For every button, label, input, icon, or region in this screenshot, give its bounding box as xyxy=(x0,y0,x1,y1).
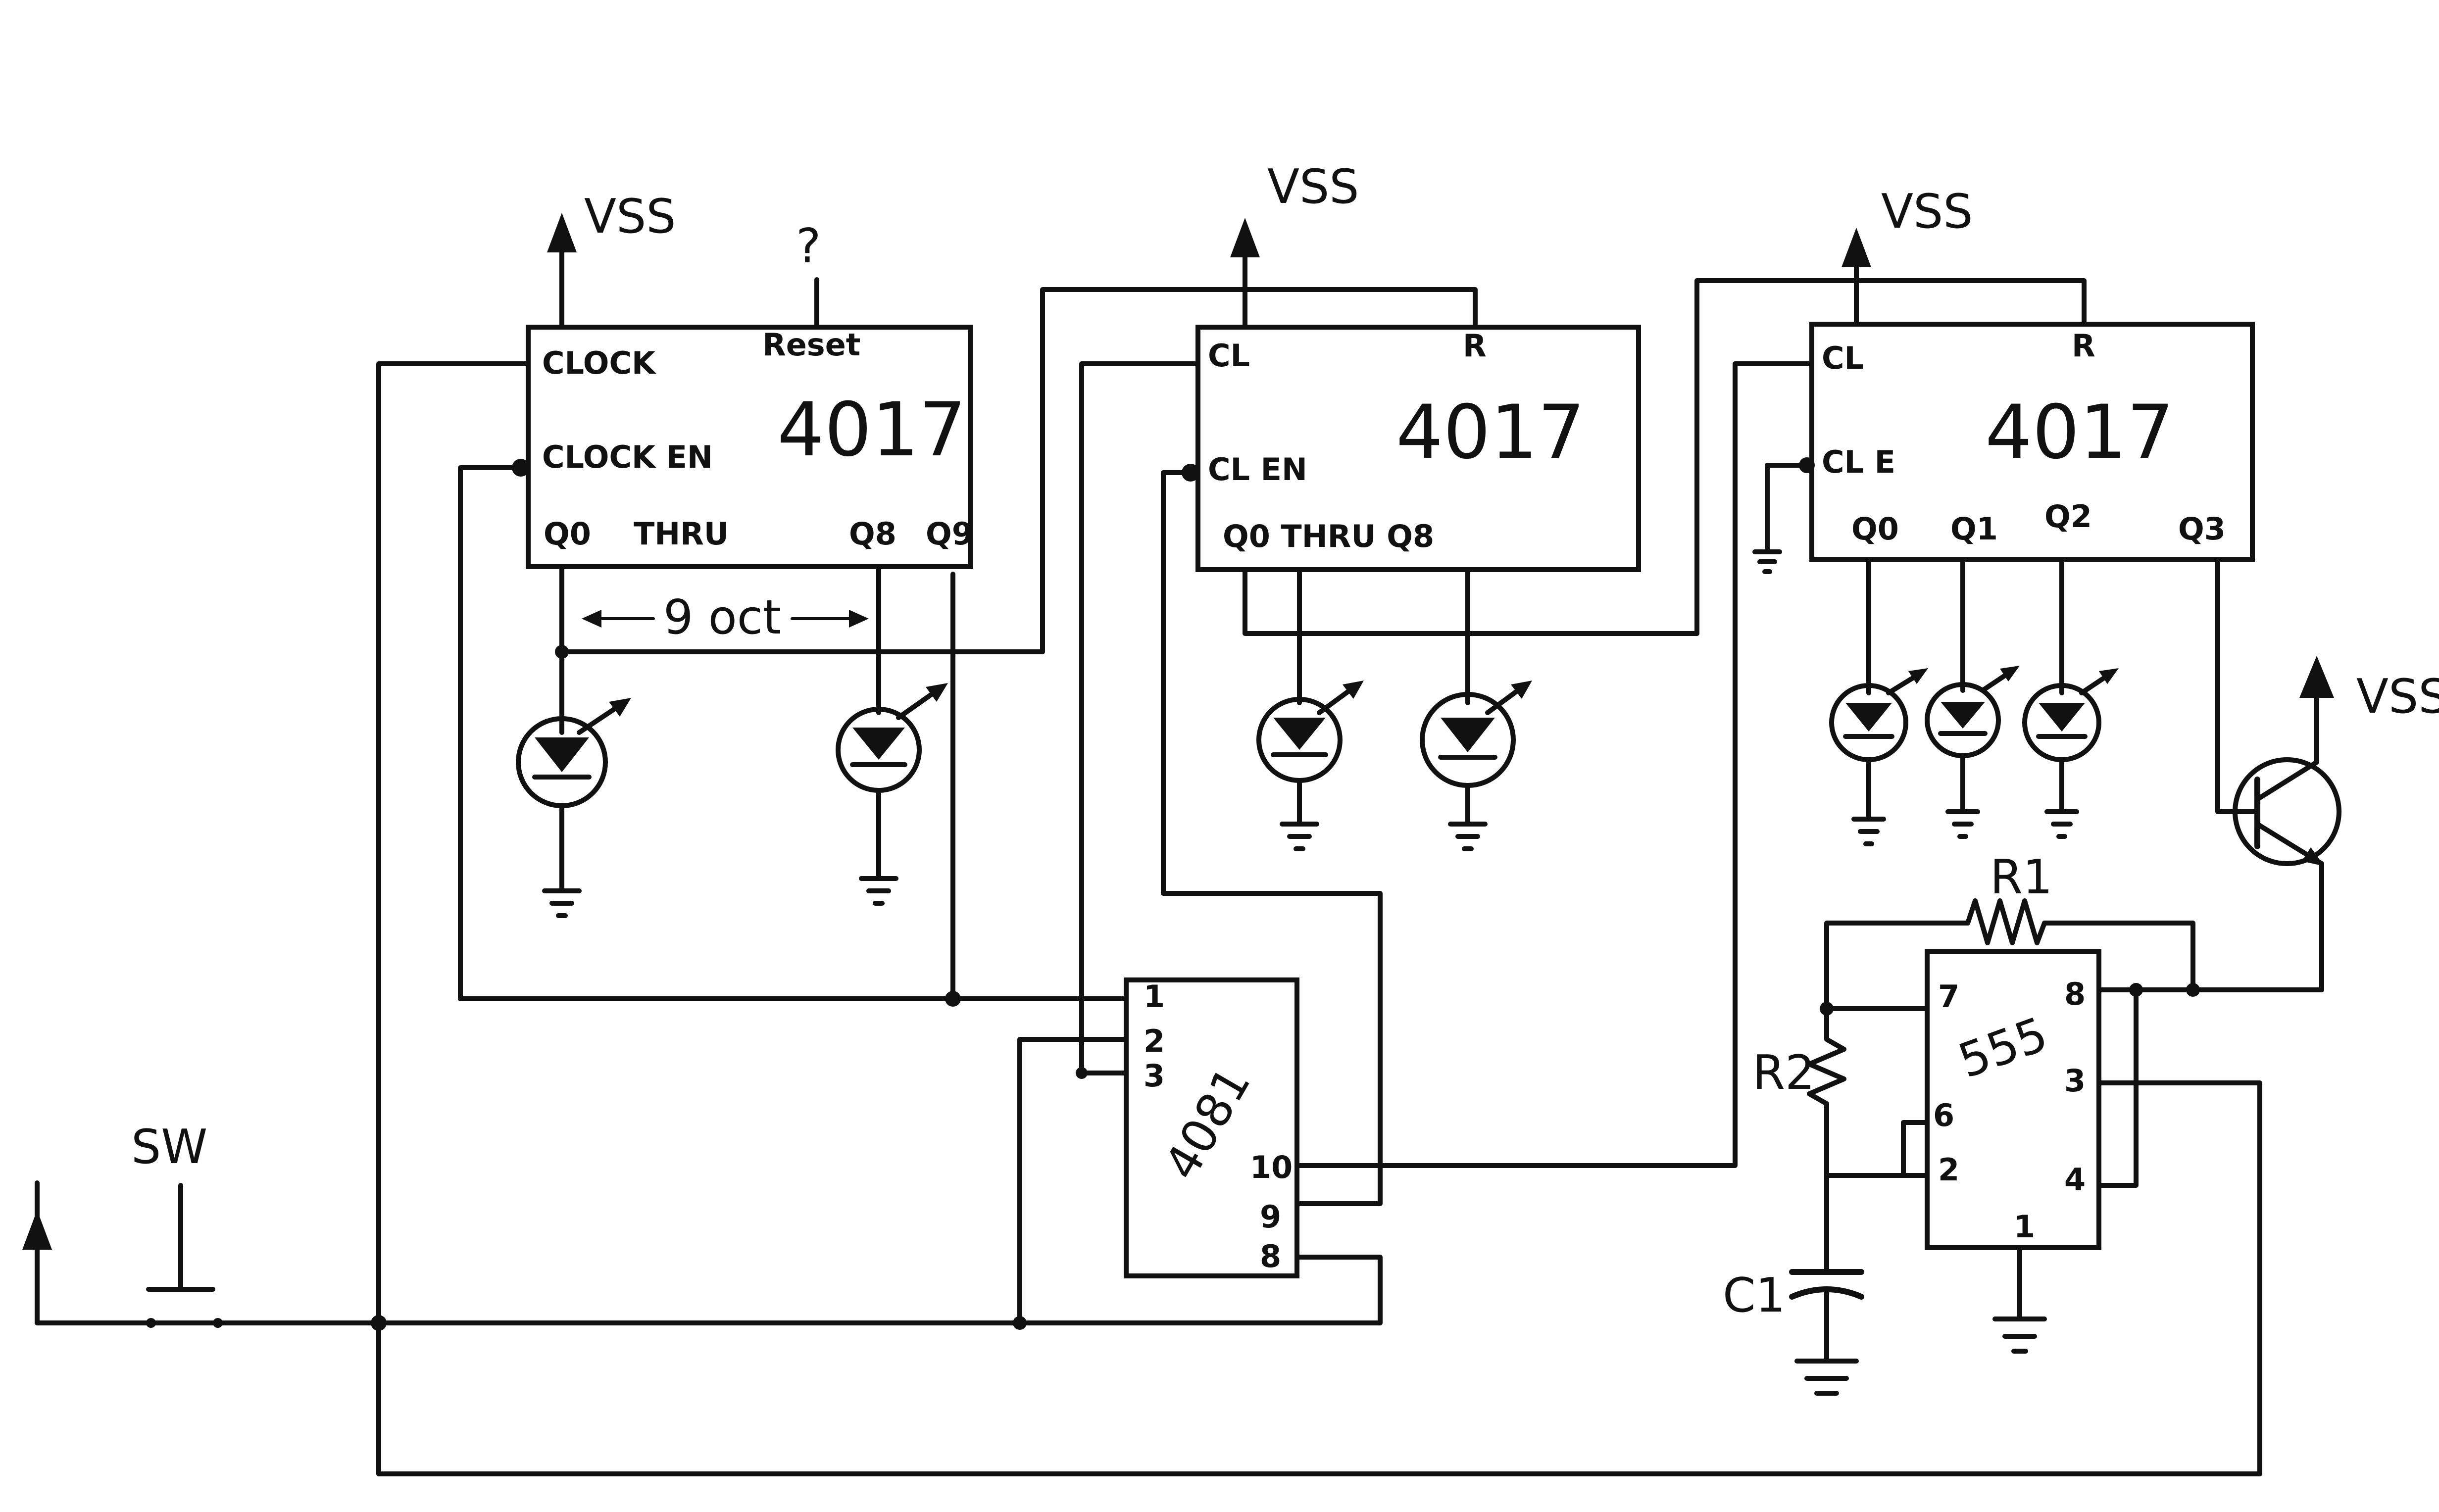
counter-2-supply-label: VSS xyxy=(1267,160,1359,214)
counter-1-thru-label: THRU xyxy=(634,516,729,552)
counter-2-supply-arrow xyxy=(1230,218,1260,330)
and-gate-pin-1: 1 xyxy=(1144,978,1165,1015)
timer-pin-1: 1 xyxy=(2014,1209,2035,1245)
counter-1-to-counter-2-reset xyxy=(559,287,1478,654)
and-gate-4081: 4081 1 2 3 10 9 8 xyxy=(458,361,1814,1325)
resistor-r2-label: R2 xyxy=(1752,1046,1815,1100)
counter-2-r-pin: R xyxy=(1463,328,1487,364)
capacitor-c1-label: C1 xyxy=(1723,1268,1786,1323)
counter-1-clock-en-pin: CLOCK EN xyxy=(542,439,713,475)
counter-1-clock-wire xyxy=(376,361,531,1325)
counter-3-q1-pin: Q1 xyxy=(1950,511,1998,547)
counter-1: 4017 CLOCK CLOCK EN Reset Q0 THRU Q8 Q9 … xyxy=(512,190,1478,1001)
bottom-return-bus xyxy=(376,1320,2262,1476)
counter-3-q3-to-transistor-wire xyxy=(2215,557,2260,814)
resistor-r2 xyxy=(1807,1006,1846,1178)
counter-1-supply-arrow xyxy=(547,213,577,330)
counter-2-q0-to-counter-3-reset xyxy=(1243,278,2087,636)
and-gate-body xyxy=(1124,977,1299,1278)
switch-sw[interactable] xyxy=(22,1180,223,1328)
counter-1-reset-note: ? xyxy=(796,219,821,274)
counter-1-part-label: 4017 xyxy=(777,387,966,473)
timer-pin-4: 4 xyxy=(2064,1162,2086,1198)
timer-555-body xyxy=(1925,949,2101,1250)
led-c2-q0 xyxy=(1256,681,1364,851)
counter-1-clock-pin: CLOCK xyxy=(542,345,656,381)
counter-1-q8-pin: Q8 xyxy=(849,516,896,552)
capacitor-c1 xyxy=(1789,1173,1864,1396)
annotation-9-oct xyxy=(582,610,869,628)
led-c3-q0 xyxy=(1829,668,1928,846)
led-c3-q1 xyxy=(1925,666,2020,839)
resistor-r1-label: R1 xyxy=(1990,850,2052,905)
counter-2-body xyxy=(1195,325,1641,572)
counter-3-part-label: 4017 xyxy=(1985,390,2174,476)
annotation-9-oct-text: 9 oct xyxy=(663,590,781,645)
counter-1-supply-label: VSS xyxy=(584,190,676,244)
counter-2: 4017 CL R CL EN Q0 THRU Q8 VSS xyxy=(1182,160,2087,705)
timer-pin-7: 7 xyxy=(1938,978,1959,1015)
timer-pin-2: 2 xyxy=(1938,1152,1959,1188)
timer-pin-6: 6 xyxy=(1933,1097,1954,1133)
led-c1-q8 xyxy=(836,683,948,906)
timer-555-part-label: 555 xyxy=(1951,1007,2054,1089)
timer-output-wire xyxy=(2096,1080,2262,1472)
counter-3-r-pin: R xyxy=(2072,328,2095,364)
switch-sw-label: SW xyxy=(131,1120,207,1174)
counter-2-part-label: 4017 xyxy=(1396,390,1585,476)
timer-pin-3: 3 xyxy=(2064,1063,2086,1099)
transistor-supply-label: VSS xyxy=(2356,670,2439,724)
and-gate-pin-9: 9 xyxy=(1260,1199,1281,1235)
counter-1-reset-pin: Reset xyxy=(762,327,860,363)
resistor-r1 xyxy=(1824,898,2047,1011)
led-c3-q2 xyxy=(2022,668,2119,839)
counter-3-body xyxy=(1809,322,2255,562)
counter-3-q3-pin: Q3 xyxy=(2178,511,2226,547)
counter-3-clock-en-ground-wire xyxy=(1765,463,1809,554)
timer-555: 555 7 6 2 8 3 4 1 R1 R2 xyxy=(1723,850,2262,1472)
and-gate-pin-10: 10 xyxy=(1250,1149,1293,1185)
and-gate-pin-8: 8 xyxy=(1260,1238,1281,1274)
and-gate-part-label: 4081 xyxy=(1154,1058,1261,1189)
transistor xyxy=(2190,656,2341,992)
counter-3-supply-label: VSS xyxy=(1881,185,1973,239)
counter-3-cl-pin: CL xyxy=(1822,340,1864,376)
counter-3-q0-pin: Q0 xyxy=(1851,511,1899,547)
counter-1-body xyxy=(526,325,973,569)
counter-1-q0-pin: Q0 xyxy=(544,516,591,552)
counter-3-q2-pin: Q2 xyxy=(2044,498,2092,535)
counter-3-supply-arrow xyxy=(1842,228,1871,327)
counter-1-q9-pin: Q9 xyxy=(926,516,973,552)
counter-2-outputs-label: Q0 THRU Q8 xyxy=(1223,518,1434,554)
led-c2-q8 xyxy=(1420,681,1532,851)
counter-2-cl-pin: CL xyxy=(1208,338,1250,374)
and-gate-pin-2: 2 xyxy=(1144,1023,1165,1059)
and-gate-pin-3: 3 xyxy=(1144,1058,1165,1094)
counter-3: 4017 CL R CL E Q0 Q1 Q2 Q3 VSS xyxy=(1752,185,2260,814)
counter-2-cl-en-pin: CL EN xyxy=(1208,451,1307,488)
counter-3-cl-e-pin: CL E xyxy=(1822,444,1895,480)
led-c1-q0 xyxy=(516,698,631,918)
timer-pin-8: 8 xyxy=(2064,976,2086,1012)
